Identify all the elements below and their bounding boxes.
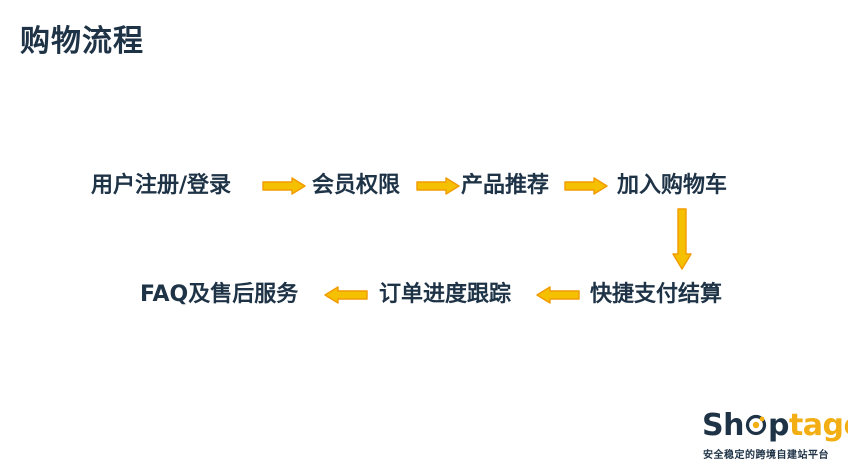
arrow-right-icon [416,177,460,195]
logo-tagline: 安全稳定的跨境自建站平台 [703,450,829,461]
step-register-login: 用户注册/登录 [91,173,232,198]
arrow-left-icon [324,286,368,304]
logo-globe-icon [745,414,767,436]
arrow-right-icon [262,177,306,195]
arrow-right-icon [564,177,608,195]
step-order-tracking: 订单进度跟踪 [379,282,512,307]
shoptago-logo: Sh ptago 安全稳定的跨境自建站平台 [702,408,848,468]
logo-wordmark: Sh ptago [702,408,848,444]
step-add-to-cart: 加入购物车 [617,173,728,198]
logo-text-p: p [767,408,789,443]
step-faq-after-sales: FAQ及售后服务 [140,282,299,307]
step-quick-payment: 快捷支付结算 [590,282,723,307]
arrow-down-icon [672,208,692,270]
logo-text-tago: tago [788,408,848,443]
step-member-permissions: 会员权限 [312,173,401,198]
arrow-left-icon [536,286,580,304]
logo-text-sh: Sh [702,408,744,443]
step-product-recommendation: 产品推荐 [461,173,550,198]
slide-title: 购物流程 [20,24,144,59]
